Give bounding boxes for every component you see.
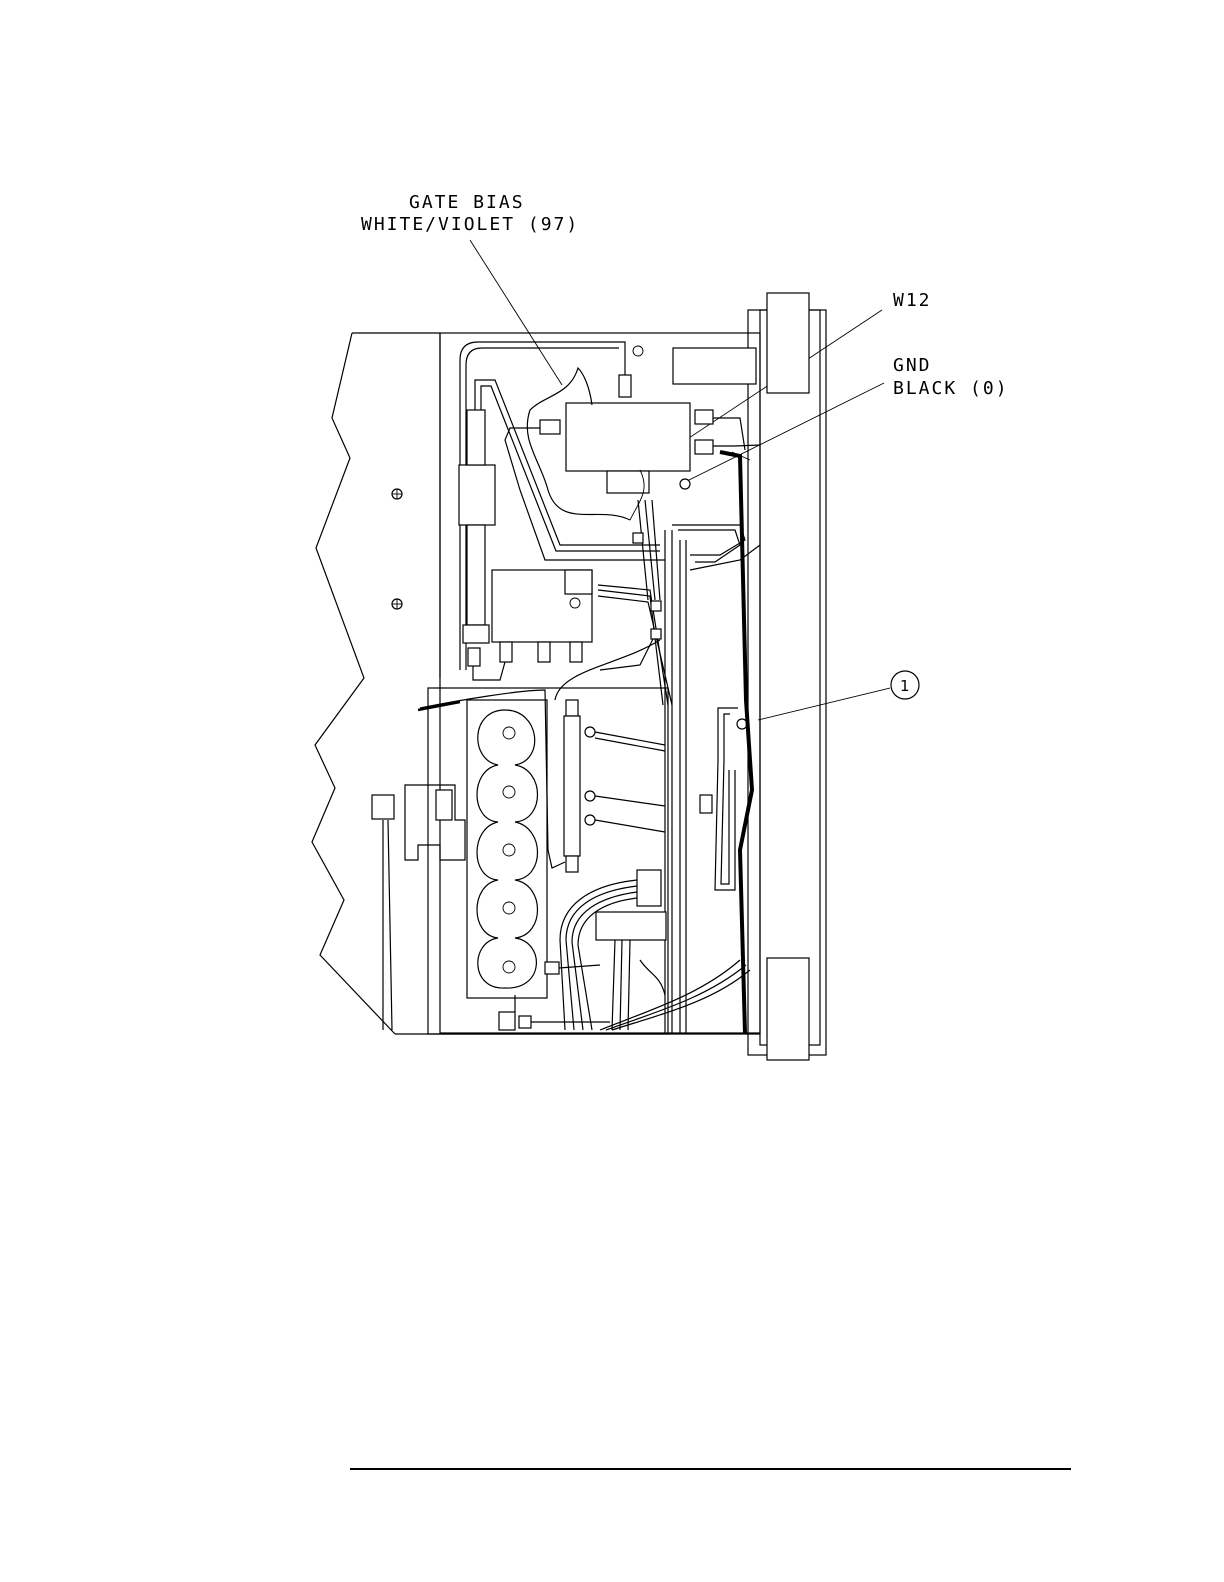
lower-panel bbox=[428, 688, 668, 1034]
item-1-leader bbox=[758, 688, 890, 720]
ground-cable bbox=[720, 452, 752, 1033]
bottom-bracket bbox=[767, 958, 809, 1060]
bias-module bbox=[566, 403, 690, 471]
gnd-leader bbox=[685, 383, 884, 482]
mounting-bracket bbox=[405, 785, 465, 860]
gate-bias-wire-color-label: WHITE/VIOLET (97) bbox=[361, 214, 579, 235]
top-bracket bbox=[767, 293, 809, 393]
isolator bbox=[459, 465, 495, 525]
item-1-number: 1 bbox=[900, 677, 910, 695]
gnd-label: GND bbox=[893, 355, 932, 376]
ribbon-connector bbox=[637, 870, 661, 906]
gate-bias-label: GATE BIAS bbox=[409, 192, 525, 213]
gnd-terminal bbox=[680, 479, 690, 489]
semi-rigid-loop bbox=[715, 708, 738, 890]
small-label-plate bbox=[673, 348, 756, 384]
gnd-wire-color-label: BLACK (0) bbox=[893, 378, 1009, 399]
gate-bias-leader bbox=[470, 240, 562, 385]
w12-connector bbox=[607, 471, 649, 493]
w12-label: W12 bbox=[893, 290, 932, 311]
